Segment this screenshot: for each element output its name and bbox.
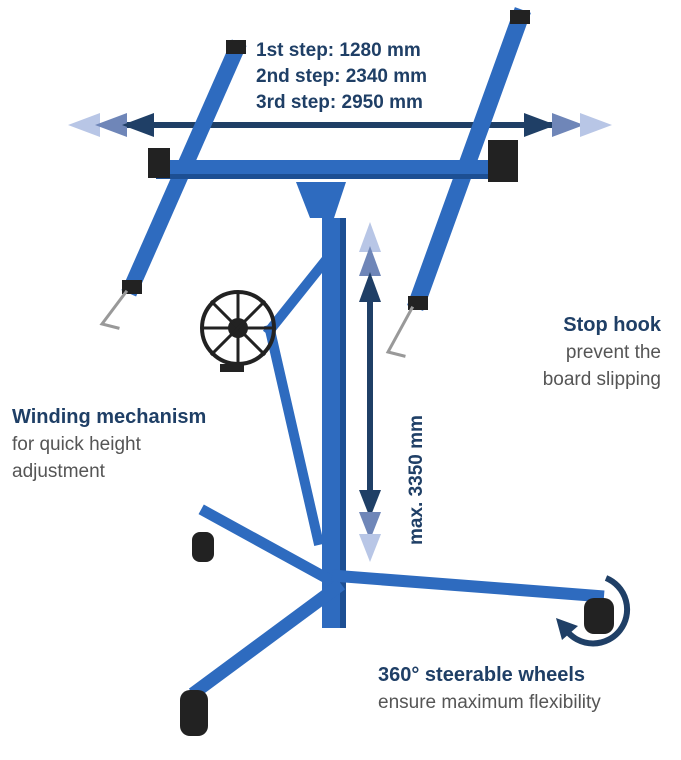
lift-frame	[99, 7, 614, 736]
max-height-label: max. 3350 mm	[406, 415, 427, 545]
step-3-label: 3rd step: 2950 mm	[256, 92, 423, 113]
winding-desc-line2: adjustment	[12, 461, 105, 482]
right-arrow-dark	[524, 113, 556, 137]
stop-hook-callout: Stop hook prevent the board slipping	[543, 312, 661, 393]
left-arrow-light	[68, 113, 100, 137]
wheels-desc: ensure maximum flexibility	[378, 692, 601, 713]
stop-hook-desc-line2: board slipping	[542, 369, 661, 390]
stop-hook-desc-line1: prevent the	[565, 342, 661, 363]
height-arrows	[359, 222, 381, 562]
wheels-callout: 360° steerable wheels ensure maximum fle…	[378, 662, 601, 716]
right-arrow-light	[580, 113, 612, 137]
rotation-arrow	[556, 575, 631, 647]
wheels-title: 360° steerable wheels	[378, 664, 586, 686]
step-heights: 1st step: 1280 mm 2nd step: 2340 mm 3rd …	[256, 38, 427, 116]
step-1-label: 1st step: 1280 mm	[256, 40, 421, 61]
step-2-label: 2nd step: 2340 mm	[256, 66, 428, 87]
stop-hook-title: Stop hook	[563, 314, 661, 336]
winding-mechanism-callout: Winding mechanism for quick height adjus…	[12, 404, 206, 485]
right-arrow-mid	[552, 113, 584, 137]
left-arrow-dark	[122, 113, 154, 137]
width-arrows	[68, 113, 612, 137]
winding-title: Winding mechanism	[12, 406, 207, 428]
winding-desc-line1: for quick height	[12, 434, 141, 455]
left-arrow-mid	[95, 113, 127, 137]
